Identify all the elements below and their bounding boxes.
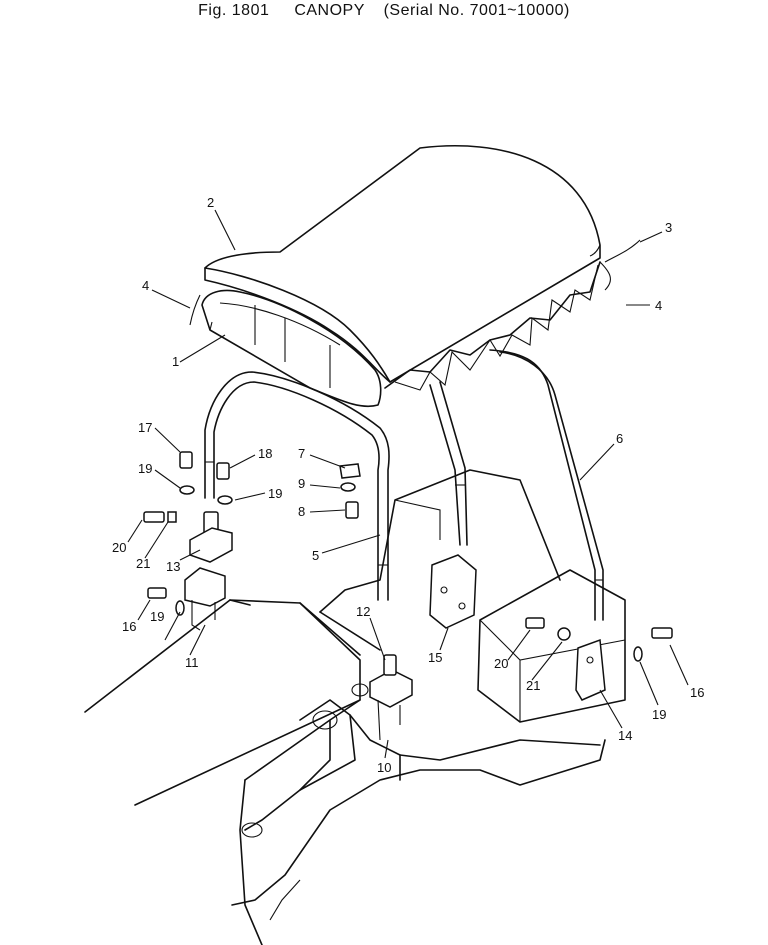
lacing-rope xyxy=(189,239,641,391)
serial-range: (Serial No. 7001~10000) xyxy=(383,2,570,19)
callout-label: 19 xyxy=(150,609,164,624)
callout-label: 1 xyxy=(172,354,179,369)
bracket-14 xyxy=(575,638,606,701)
hardware-bolts xyxy=(143,451,673,662)
callout-label: 21 xyxy=(526,678,540,693)
callout-label: 10 xyxy=(377,760,391,775)
callout-label: 6 xyxy=(616,431,623,446)
callout-label: 8 xyxy=(298,504,305,519)
roof-frame xyxy=(201,289,382,408)
rear-tube xyxy=(429,349,604,621)
callout-labels: 1 2 3 4 4 5 6 7 8 9 10 11 12 13 14 15 16… xyxy=(112,195,704,775)
callout-label: 17 xyxy=(138,420,152,435)
callout-label: 19 xyxy=(138,461,152,476)
bracket-11 xyxy=(184,567,226,631)
callout-label: 19 xyxy=(652,707,666,722)
loader-frame xyxy=(231,683,606,945)
bracket-15 xyxy=(429,554,477,629)
bracket-13 xyxy=(189,511,233,563)
figure-number: Fig. 1801 xyxy=(198,2,270,19)
callout-label: 7 xyxy=(298,446,305,461)
callout-label: 21 xyxy=(136,556,150,571)
callout-label: 2 xyxy=(207,195,214,210)
figure-title: Fig. 1801 CANOPY (Serial No. 7001~10000) xyxy=(0,2,768,20)
leader-lines xyxy=(127,209,689,759)
callout-label: 15 xyxy=(428,650,442,665)
callout-label: 4 xyxy=(142,278,149,293)
callout-label: 5 xyxy=(312,548,319,563)
bracket-12 xyxy=(369,654,413,741)
figure-name: CANOPY xyxy=(294,2,365,19)
callout-label: 16 xyxy=(122,619,136,634)
callout-label: 4 xyxy=(655,298,662,313)
canopy-roof xyxy=(204,145,601,383)
callout-label: 20 xyxy=(112,540,126,555)
callout-label: 20 xyxy=(494,656,508,671)
front-tube xyxy=(204,371,390,601)
callout-label: 12 xyxy=(356,604,370,619)
callout-label: 3 xyxy=(665,220,672,235)
callout-label: 19 xyxy=(268,486,282,501)
callout-label: 16 xyxy=(690,685,704,700)
callout-label: 11 xyxy=(185,655,199,670)
callout-label: 18 xyxy=(258,446,272,461)
callout-label: 14 xyxy=(618,728,632,743)
callout-label: 9 xyxy=(298,476,305,491)
callout-label: 13 xyxy=(166,559,180,574)
